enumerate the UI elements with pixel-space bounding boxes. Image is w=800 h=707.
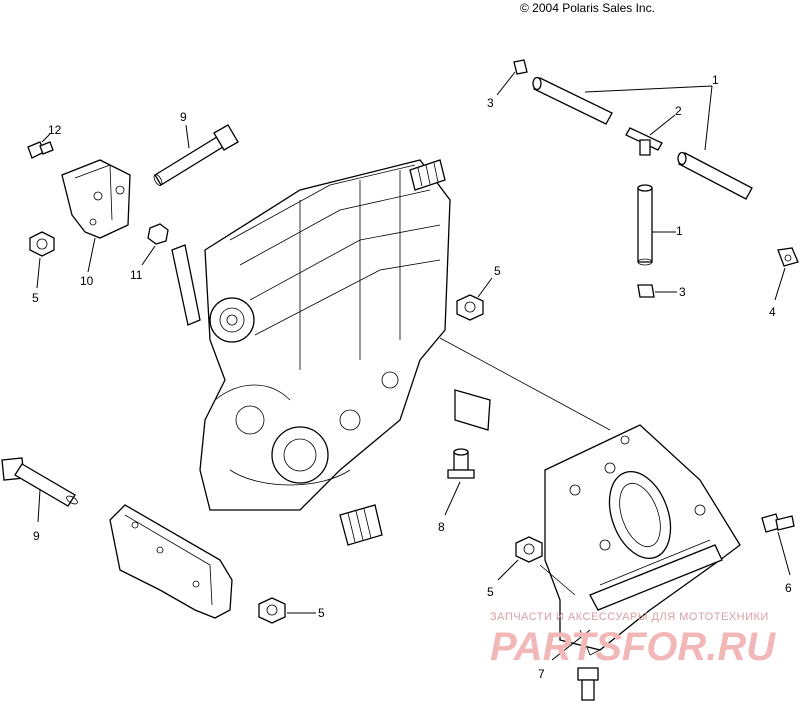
- leader-7-nut: [539, 564, 576, 596]
- part-11-nut: [147, 223, 169, 245]
- transmission-assembly: [171, 159, 491, 546]
- leader-8: [444, 481, 461, 516]
- callout-5d: 5: [318, 606, 325, 620]
- callout-5a: 5: [32, 291, 39, 305]
- leader-10: [87, 237, 96, 273]
- leader-5a: [36, 257, 41, 289]
- part-5-nut-left: [29, 231, 55, 257]
- leader-1a: [584, 85, 713, 151]
- callout-7: 7: [538, 667, 545, 681]
- part-1-tube-upper: [532, 76, 613, 125]
- callout-1b: 1: [676, 224, 683, 238]
- leader-2: [649, 114, 676, 136]
- part-9-bolt-lower: [1, 457, 78, 507]
- part-6-bolt: [761, 513, 795, 533]
- lower-left-bracket: [109, 504, 233, 619]
- part-4-clip: [777, 247, 799, 267]
- leader-11: [141, 245, 156, 266]
- callout-9b: 9: [33, 529, 40, 543]
- leader-9b: [37, 489, 41, 523]
- copyright-text: © 2004 Polaris Sales Inc.: [520, 1, 655, 15]
- leader-engine-to-bracket: [439, 337, 611, 431]
- callout-9a: 9: [180, 110, 187, 124]
- callout-6: 6: [785, 581, 792, 595]
- leader-5b: [477, 277, 493, 298]
- leader-4: [774, 267, 786, 301]
- watermark-subtitle: ЗАПЧАСТИ И АКСЕССУАРЫ ДЛЯ МОТОТЕХНИКИ: [490, 611, 769, 623]
- part-9-bolt-upper: [153, 124, 239, 186]
- part-12-small-bolt: [27, 141, 54, 159]
- callout-2: 2: [675, 104, 682, 118]
- callout-3a: 3: [487, 96, 494, 110]
- leader-5c: [497, 559, 519, 581]
- part-5-nut-center: [456, 294, 484, 321]
- part-10-left-bracket: [61, 159, 131, 239]
- callout-1a: 1: [712, 73, 719, 87]
- callout-5c: 5: [487, 585, 494, 599]
- part-5-nut-bracket: [515, 536, 543, 563]
- callout-11: 11: [130, 268, 143, 282]
- callout-4: 4: [769, 305, 776, 319]
- part-8-bolt: [447, 448, 475, 479]
- leader-6: [777, 531, 791, 576]
- leader-9a: [185, 124, 190, 149]
- callout-10: 10: [80, 274, 94, 288]
- watermark-brand: PARTSFOR.RU: [490, 625, 776, 669]
- part-7-mounting-bracket: [544, 424, 741, 656]
- callout-5b: 5: [494, 264, 501, 278]
- part-5-nut-bottom: [258, 597, 286, 624]
- leader-12: [41, 133, 51, 143]
- callout-12: 12: [48, 123, 62, 137]
- part-1-tube-vertical: [637, 184, 653, 266]
- part-3-cap-upper: [513, 59, 528, 75]
- leader-7: [551, 629, 591, 661]
- part-2-t-fitting: [625, 127, 663, 156]
- part-1-tube-right: [677, 151, 753, 200]
- part-3-cap-lower: [637, 284, 655, 298]
- bracket-bottom-bolt: [577, 667, 599, 701]
- callout-8: 8: [438, 520, 445, 534]
- callout-3b: 3: [679, 285, 686, 299]
- leader-3a: [496, 71, 516, 96]
